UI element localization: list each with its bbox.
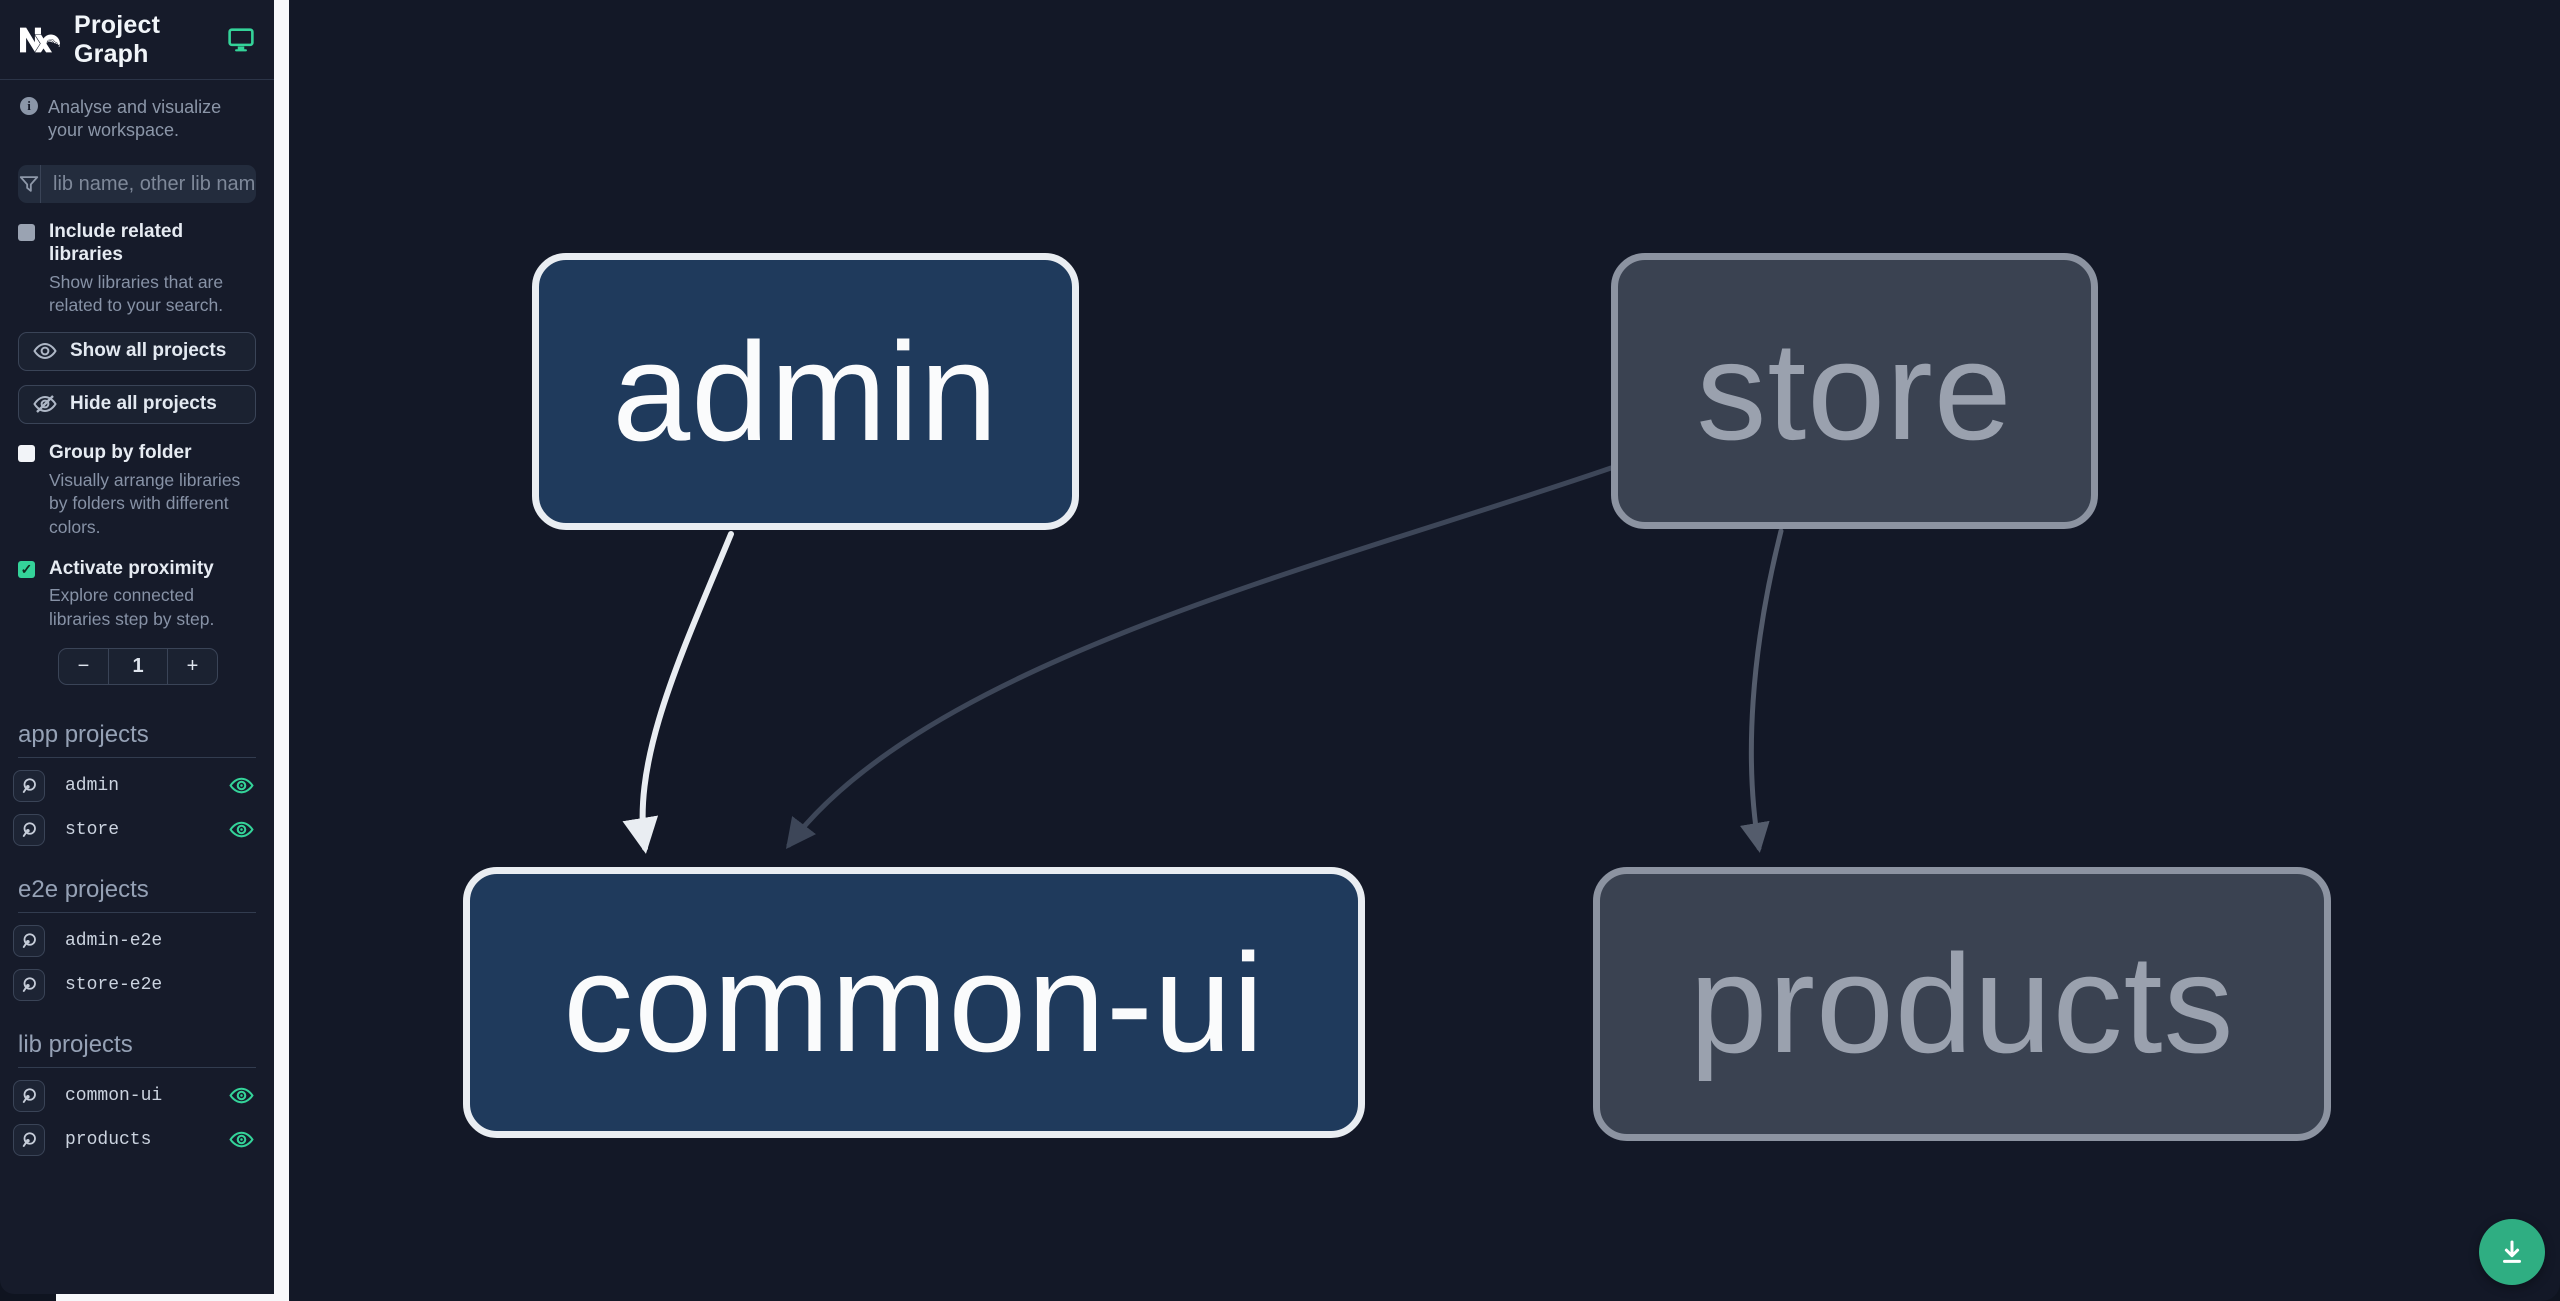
graph-canvas[interactable]: admin store common-ui products <box>289 0 2560 1301</box>
filter-icon-box <box>18 165 41 203</box>
download-image-button[interactable] <box>2479 1219 2545 1285</box>
edge-store-common-ui <box>785 465 1614 849</box>
include-related-option: Include related libraries Show libraries… <box>0 203 274 318</box>
activate-proximity-label: Activate proximity <box>49 557 214 579</box>
proximity-decrement-button[interactable]: − <box>77 654 90 677</box>
include-related-description: Show libraries that are related to your … <box>49 271 224 316</box>
project-name[interactable]: store-e2e <box>65 974 163 995</box>
node-label: store <box>1696 312 2013 469</box>
graph-edges <box>622 465 1784 854</box>
edge-admin-common-ui <box>622 531 734 854</box>
proximity-increment-button[interactable]: + <box>186 654 199 677</box>
project-name[interactable]: admin-e2e <box>65 930 163 951</box>
project-row-admin-e2e: admin-e2e <box>13 924 256 957</box>
section-e2e-projects: e2e projects admin-e2e store-e2e <box>13 876 256 1001</box>
include-related-label: Include related libraries <box>49 221 184 265</box>
section-lib-projects: lib projects common-ui products <box>13 1031 256 1156</box>
eye-off-icon <box>33 395 57 414</box>
proximity-counter: − 1 + <box>58 647 218 685</box>
sidebar-vertical-scrollbar[interactable] <box>274 0 289 1301</box>
info-icon: i <box>20 97 38 115</box>
hide-all-projects-label: Hide all projects <box>70 393 217 415</box>
project-name[interactable]: products <box>65 1129 152 1150</box>
project-row-store-e2e: store-e2e <box>13 968 256 1001</box>
focus-project-icon[interactable] <box>13 813 45 846</box>
project-row-products: products <box>13 1123 256 1156</box>
page-title: Project Graph <box>74 10 161 68</box>
show-all-projects-button[interactable]: Show all projects <box>18 331 256 371</box>
funnel-icon <box>19 176 39 192</box>
edge-store-products <box>1740 528 1784 853</box>
visibility-eye-icon[interactable] <box>229 773 254 798</box>
graph-node-common-ui[interactable]: common-ui <box>463 867 1365 1138</box>
visibility-eye-icon[interactable] <box>229 817 254 842</box>
project-row-admin: admin <box>13 769 256 802</box>
focus-project-icon[interactable] <box>13 769 45 802</box>
node-label: common-ui <box>563 923 1265 1081</box>
group-by-folder-description: Visually arrange libraries by folders wi… <box>49 469 241 537</box>
visibility-eye-icon[interactable] <box>229 1127 254 1152</box>
activate-proximity-checkbox[interactable]: ✓ <box>18 560 35 578</box>
focus-project-icon[interactable] <box>13 1123 45 1156</box>
sidebar: Project Graph i Analyse and visualize yo… <box>0 0 274 1294</box>
group-by-folder-checkbox[interactable] <box>18 444 35 462</box>
focus-project-icon[interactable] <box>13 968 45 1001</box>
include-related-checkbox[interactable] <box>18 224 35 241</box>
project-row-common-ui: common-ui <box>13 1079 256 1112</box>
project-name[interactable]: common-ui <box>65 1085 163 1106</box>
show-all-projects-label: Show all projects <box>70 340 227 362</box>
eye-icon <box>33 343 57 360</box>
section-app-projects: app projects admin store <box>13 721 256 846</box>
project-name[interactable]: admin <box>65 775 120 796</box>
sidebar-header: Project Graph <box>0 0 274 80</box>
node-label: products <box>1689 925 2235 1082</box>
proximity-value: 1 <box>108 648 168 684</box>
focus-project-icon[interactable] <box>13 924 45 957</box>
group-by-folder-label: Group by folder <box>49 441 192 463</box>
section-title: e2e projects <box>18 876 256 913</box>
nx-logo-icon <box>20 27 60 52</box>
graph-node-store[interactable]: store <box>1611 253 2098 529</box>
download-icon <box>2503 1240 2521 1263</box>
group-by-folder-option: Group by folder Visually arrange librari… <box>0 424 274 540</box>
node-label: admin <box>612 312 999 470</box>
visibility-eye-icon[interactable] <box>229 1083 254 1108</box>
section-title: app projects <box>18 721 256 758</box>
project-filter <box>18 165 256 203</box>
graph-node-admin[interactable]: admin <box>532 253 1079 530</box>
activate-proximity-description: Explore connected libraries step by step… <box>49 585 215 629</box>
info-text: Analyse and visualize your workspace. <box>48 97 222 140</box>
filter-input[interactable] <box>41 165 256 203</box>
section-title: lib projects <box>18 1031 256 1068</box>
sidebar-horizontal-scrollbar[interactable] <box>56 1294 274 1301</box>
graph-node-products[interactable]: products <box>1593 867 2331 1141</box>
hide-all-projects-button[interactable]: Hide all projects <box>18 384 256 424</box>
project-row-store: store <box>13 813 256 846</box>
workspace-info: i Analyse and visualize your workspace. <box>0 80 274 155</box>
project-name[interactable]: store <box>65 819 120 840</box>
monitor-icon[interactable] <box>228 27 254 52</box>
activate-proximity-option: ✓ Activate proximity Explore connected l… <box>0 540 274 632</box>
focus-project-icon[interactable] <box>13 1079 45 1112</box>
